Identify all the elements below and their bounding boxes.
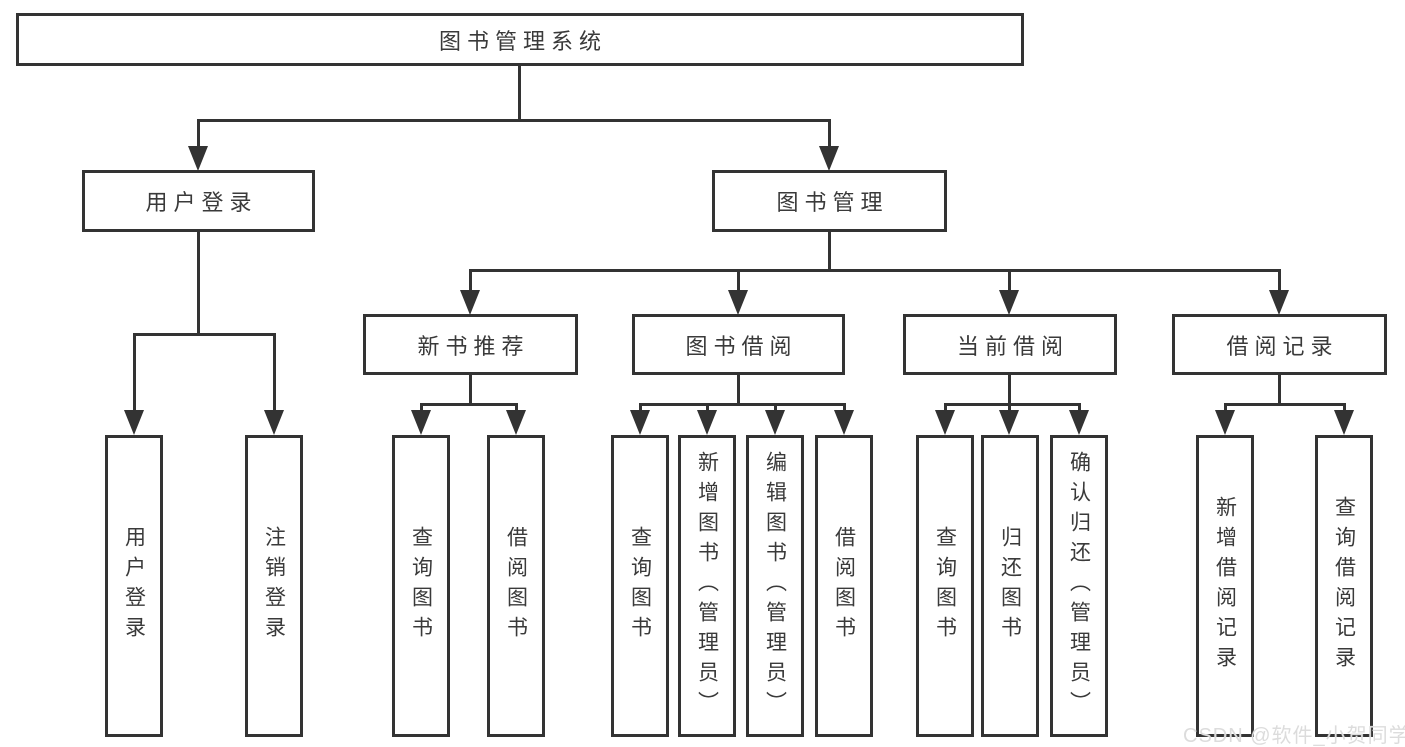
connector-current-stem — [1008, 375, 1011, 406]
connector-drop-current — [1008, 269, 1011, 292]
leaf-query-books-recommend: 查询图书 — [392, 435, 450, 737]
arrowhead-down — [124, 410, 144, 435]
arrowhead-down — [728, 290, 748, 315]
connector-userlogin-bar — [133, 333, 276, 336]
connector-current-bar — [944, 403, 1081, 406]
leaf-return-books: 归还图书 — [981, 435, 1039, 737]
node-new-book-recommend: 新书推荐 — [363, 314, 578, 375]
arrowhead-down — [630, 410, 650, 435]
arrowhead-down — [819, 146, 839, 171]
leaf-query-books-borrowing: 查询图书 — [611, 435, 669, 737]
connector-root-stem — [518, 66, 521, 120]
leaf-add-books-admin: 新增图书（管理员） — [678, 435, 736, 737]
connector-recommend-stem — [469, 375, 472, 406]
connector-borrowing-bar — [639, 403, 846, 406]
leaf-confirm-return-admin: 确认归还（管理员） — [1050, 435, 1108, 737]
arrowhead-down — [411, 410, 431, 435]
arrowhead-down — [1334, 410, 1354, 435]
connector-drop-leaf — [133, 333, 136, 412]
connector-drop-leaf — [1224, 403, 1227, 413]
arrowhead-down — [834, 410, 854, 435]
node-current-borrowing: 当前借阅 — [903, 314, 1117, 375]
connector-drop-leaf — [639, 403, 642, 413]
arrowhead-down — [188, 146, 208, 171]
arrowhead-down — [1215, 410, 1235, 435]
connector-borrowing-stem — [737, 375, 740, 406]
arrowhead-down — [264, 410, 284, 435]
node-book-management: 图书管理 — [712, 170, 947, 232]
connector-drop-recommend — [469, 269, 472, 292]
connector-bookmgmt-stem — [828, 232, 831, 272]
connector-drop-borrowing — [737, 269, 740, 292]
connector-drop-leaf — [1078, 403, 1081, 413]
node-borrowing-records: 借阅记录 — [1172, 314, 1387, 375]
connector-drop-leaf — [774, 403, 777, 413]
arrowhead-down — [999, 410, 1019, 435]
arrowhead-down — [1269, 290, 1289, 315]
connector-drop-leaf — [843, 403, 846, 413]
connector-root-bar — [197, 119, 831, 122]
connector-userlogin-stem — [197, 232, 200, 336]
leaf-query-borrow-record: 查询借阅记录 — [1315, 435, 1373, 737]
connector-recommend-bar — [420, 403, 518, 406]
connector-drop-leaf — [706, 403, 709, 413]
csdn-watermark: CSDN @软件_小贺同学 — [1183, 725, 1405, 747]
connector-drop-records — [1278, 269, 1281, 292]
arrowhead-down — [1069, 410, 1089, 435]
arrowhead-down — [935, 410, 955, 435]
node-root-library-system: 图书管理系统 — [16, 13, 1024, 66]
arrowhead-down — [697, 410, 717, 435]
arrowhead-down — [506, 410, 526, 435]
connector-drop-leaf — [1343, 403, 1346, 413]
connector-drop-user-login — [197, 119, 200, 149]
leaf-query-books-current: 查询图书 — [916, 435, 974, 737]
leaf-logout: 注销登录 — [245, 435, 303, 737]
leaf-edit-books-admin: 编辑图书（管理员） — [746, 435, 804, 737]
leaf-add-borrow-record: 新增借阅记录 — [1196, 435, 1254, 737]
node-user-login: 用户登录 — [82, 170, 315, 232]
connector-records-bar — [1224, 403, 1346, 406]
leaf-borrow-books: 借阅图书 — [815, 435, 873, 737]
arrowhead-down — [999, 290, 1019, 315]
connector-drop-leaf — [944, 403, 947, 413]
arrowhead-down — [460, 290, 480, 315]
leaf-user-login: 用户登录 — [105, 435, 163, 737]
node-book-borrowing: 图书借阅 — [632, 314, 845, 375]
leaf-borrow-books-recommend: 借阅图书 — [487, 435, 545, 737]
connector-drop-leaf — [273, 333, 276, 412]
connector-bookmgmt-bar — [469, 269, 1281, 272]
connector-drop-leaf — [1008, 403, 1011, 413]
connector-drop-leaf — [420, 403, 423, 413]
connector-drop-book-mgmt — [828, 119, 831, 149]
connector-records-stem — [1278, 375, 1281, 406]
connector-drop-leaf — [515, 403, 518, 413]
arrowhead-down — [765, 410, 785, 435]
